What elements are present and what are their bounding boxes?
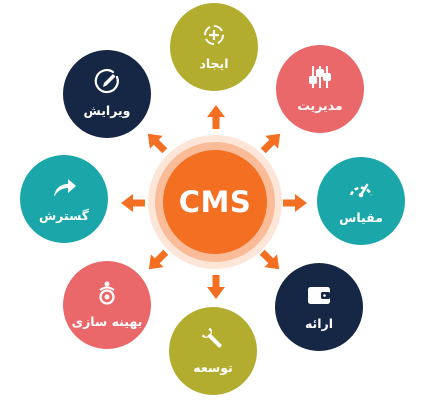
wrench-icon: [201, 327, 222, 348]
arrow-to-create: [207, 105, 225, 129]
node-optimize-label: بهینه سازی: [71, 313, 143, 329]
wallet-icon: [308, 286, 330, 304]
arrow-to-edit: [147, 133, 168, 154]
node-present: ارائه: [275, 263, 363, 351]
node-manage-label: مدیریت: [297, 97, 343, 113]
node-create-label: ایجاد: [199, 55, 229, 71]
arrow-to-manage: [260, 133, 281, 154]
node-measure: مقیاس: [317, 157, 405, 245]
node-present-label: ارائه: [304, 315, 334, 331]
cms-label: CMS: [178, 185, 252, 219]
pencil-icon: [94, 68, 119, 93]
node-develop-label: توسعه: [193, 359, 233, 375]
node-extend-label: گسترش: [38, 207, 90, 223]
node-manage: مدیریت: [276, 45, 364, 133]
node-edit: ویرایش: [63, 50, 151, 138]
sliders-icon: [309, 65, 331, 88]
node-measure-label: مقیاس: [339, 209, 383, 225]
optimize-icon: [99, 281, 115, 305]
cms-hub: CMS: [163, 150, 267, 254]
arrow-to-present: [259, 249, 280, 270]
arrow-to-measure: [283, 194, 307, 212]
node-optimize: بهینه سازی: [63, 261, 151, 349]
target-icon: [204, 24, 224, 45]
arrow-to-extend: [121, 194, 145, 212]
node-extend: گسترش: [20, 155, 108, 243]
arrow-to-develop: [207, 275, 225, 299]
arrow-to-optimize: [148, 249, 169, 270]
gauge-icon: [349, 183, 373, 197]
node-edit-label: ویرایش: [83, 102, 131, 118]
node-create: ایجاد: [170, 3, 258, 91]
share-arrow-icon: [54, 178, 76, 197]
node-develop: توسعه: [169, 307, 257, 395]
